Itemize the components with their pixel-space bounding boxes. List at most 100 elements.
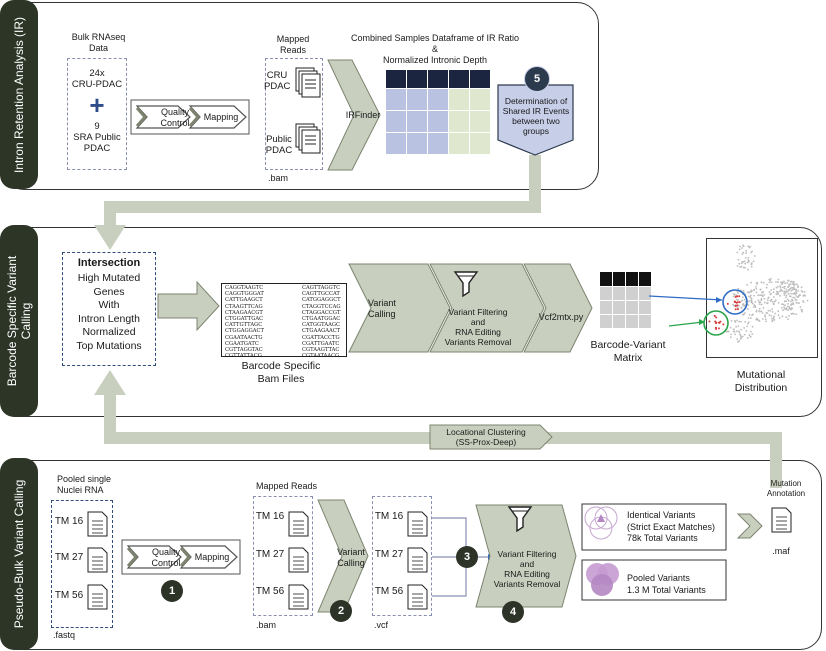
umap-point [783, 300, 786, 303]
matrix-cell [613, 301, 625, 314]
umap-point [735, 330, 738, 333]
table-cell [428, 111, 448, 132]
umap-point [761, 295, 764, 298]
umap-point [748, 313, 751, 316]
umap-point [750, 300, 752, 302]
umap-point [793, 283, 795, 286]
umap-point [781, 303, 784, 305]
vcf-label: .vcf [374, 620, 389, 630]
umap-point [788, 288, 791, 291]
umap-point [785, 294, 788, 297]
umap-point [742, 260, 745, 263]
umap-point [804, 294, 807, 297]
determination-label: Determination of Shared IR Events betwee… [502, 96, 570, 136]
umap-point [746, 325, 749, 328]
matrix-cell [626, 315, 638, 328]
umap-point [746, 337, 749, 339]
umap-point [783, 308, 786, 311]
umap-point [801, 291, 804, 293]
umap-point [777, 285, 779, 288]
table-cell [386, 111, 406, 132]
document-stack-icon [295, 123, 321, 154]
matrix-header-cell [626, 272, 638, 286]
umap-point [743, 312, 746, 314]
umap-point [792, 302, 795, 304]
umap-point [762, 291, 764, 293]
umap-point [732, 292, 735, 295]
pooled-tm56: TM 56 [54, 590, 84, 601]
document-icon [407, 547, 428, 573]
umap-point [748, 295, 751, 298]
umap-point [729, 326, 732, 329]
umap-point [751, 314, 753, 317]
umap-point [735, 326, 738, 328]
umap-point [743, 333, 746, 336]
umap-point [768, 291, 771, 293]
matrix-cell [639, 301, 651, 314]
maf-label: .maf [772, 546, 790, 556]
umap-point [793, 291, 796, 294]
table-cell [449, 89, 469, 110]
umap-point [738, 340, 741, 343]
umap-point [770, 298, 773, 301]
matrix-cell [639, 287, 651, 300]
umap-point [785, 288, 788, 291]
umap-point [790, 289, 793, 292]
umap-mutation-point [719, 320, 722, 323]
umap-mutation-point [734, 305, 737, 308]
table-cell [407, 133, 427, 154]
umap-point [801, 310, 803, 313]
table-cell [386, 133, 406, 154]
umap-point [755, 282, 758, 285]
matrix-cell [600, 315, 612, 328]
umap-point [793, 293, 796, 296]
umap-point [745, 330, 748, 332]
document-icon [771, 507, 792, 533]
umap-point [787, 318, 789, 321]
step4-number-icon: 4 [502, 601, 524, 623]
umap-point [736, 319, 739, 322]
umap-point [776, 293, 779, 296]
umap-point [753, 304, 756, 306]
umap-point [783, 306, 785, 309]
mapped-tm56: TM 56 [255, 586, 285, 597]
pseudo-mapped-reads-box [253, 496, 313, 616]
umap-point [749, 330, 752, 333]
bulk-rnaseq-title: Bulk RNAseq Data [71, 32, 126, 53]
pseudo-mapping-label: Mapping [194, 552, 230, 562]
umap-point [752, 306, 755, 308]
ir-mapping-label: Mapping [203, 112, 239, 122]
umap-point [764, 314, 766, 317]
table-cell [470, 133, 490, 154]
ir-mapped-reads-box [265, 58, 323, 170]
umap-point [775, 286, 778, 289]
umap-point [795, 295, 798, 297]
pseudo-variant-filtering-chevron [475, 504, 577, 608]
umap-point [783, 287, 786, 290]
umap-point [751, 302, 754, 305]
barcode-panel-label: Barcode Specific Variant Calling [0, 225, 38, 417]
umap-point [766, 283, 768, 286]
umap-point [793, 284, 795, 287]
umap-point [790, 280, 793, 283]
umap-point [760, 294, 763, 297]
umap-point [748, 300, 750, 303]
matrix-cell [613, 287, 625, 300]
umap-mutation-point [717, 327, 720, 330]
umap-point [795, 313, 798, 316]
sequence-box [221, 283, 347, 357]
umap-point [755, 285, 757, 288]
umap-point [758, 303, 761, 306]
umap-point [729, 336, 732, 339]
umap-point [758, 301, 761, 304]
table-header-cell [428, 70, 448, 88]
table-cell [407, 89, 427, 110]
umap-point [806, 299, 809, 302]
combined-dataframe-title: Combined Samples Dataframe of IR Ratio &… [350, 33, 520, 65]
umap-point [760, 303, 763, 306]
umap-point [799, 306, 802, 308]
umap-point [772, 288, 775, 290]
